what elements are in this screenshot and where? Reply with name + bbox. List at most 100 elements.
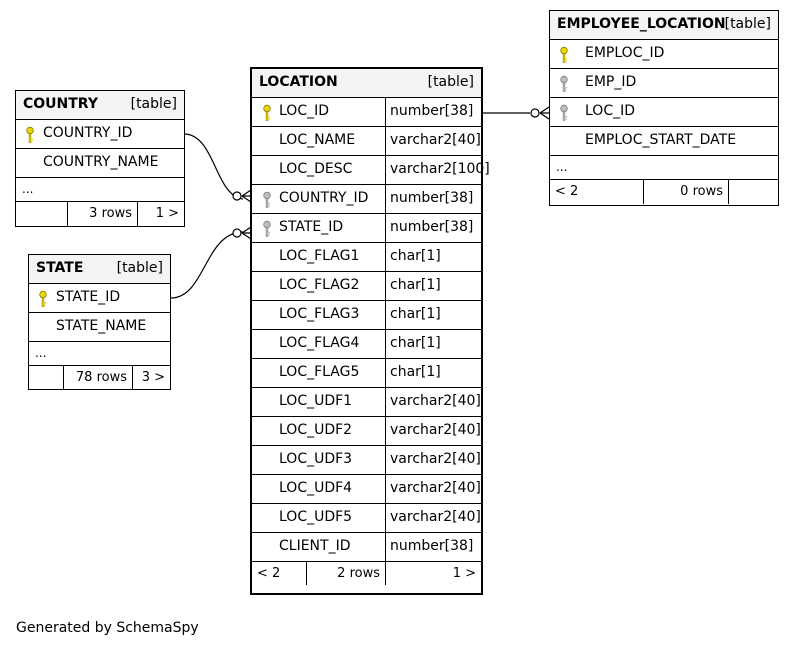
primary-key-icon <box>39 290 47 307</box>
country-link-optional-marker <box>232 191 242 201</box>
location-column-state-id: STATE_ID number[38] <box>252 214 481 243</box>
state-column-name: STATE_NAME <box>56 318 147 334</box>
location-column-type: varchar2[40] <box>385 388 481 416</box>
state-table: STATE [table] STATE_ID STATE_NAME ... 78… <box>28 254 171 390</box>
state-ellipsis-row: ... <box>29 342 170 366</box>
employee-location-column-name: LOC_ID <box>585 103 636 119</box>
state-footer-next[interactable]: 3 > <box>132 366 170 390</box>
state-table-name: STATE <box>36 260 84 276</box>
location-column-loc-flag2: LOC_FLAG2 char[1] <box>252 272 481 301</box>
location-column-loc-udf2: LOC_UDF2 varchar2[40] <box>252 417 481 446</box>
state-table-header: STATE [table] <box>29 255 170 284</box>
location-column-name: LOC_FLAG1 <box>279 248 360 264</box>
state-location-link <box>170 231 244 299</box>
state-ellipsis: ... <box>35 346 47 360</box>
location-column-name: LOC_UDF1 <box>279 393 353 409</box>
state-link-crowfoot <box>241 226 252 240</box>
employee-location-ellipsis: ... <box>556 160 568 174</box>
employee-location-footer-rows: 0 rows <box>643 180 728 204</box>
location-table-kind: [table] <box>427 74 474 90</box>
location-column-name: LOC_UDF5 <box>279 509 353 525</box>
employee-location-footer-next[interactable] <box>728 180 778 204</box>
location-footer-next[interactable]: 1 > <box>385 562 481 585</box>
location-column-type: char[1] <box>385 359 441 387</box>
emploc-link-optional-marker <box>530 108 540 118</box>
employee-location-column-emploc-start-date: EMPLOC_START_DATE <box>550 127 778 156</box>
location-column-type: char[1] <box>385 272 441 300</box>
employee-location-column-name: EMP_ID <box>585 74 637 90</box>
location-column-loc-flag5: LOC_FLAG5 char[1] <box>252 359 481 388</box>
employee-location-column-name: EMPLOC_START_DATE <box>585 132 737 148</box>
location-column-type: varchar2[100] <box>385 156 490 184</box>
country-footer-next[interactable]: 1 > <box>137 202 184 226</box>
country-table-kind: [table] <box>130 96 177 112</box>
state-column-state-name: STATE_NAME <box>29 313 170 342</box>
foreign-key-icon <box>263 191 271 208</box>
foreign-key-icon <box>263 220 271 237</box>
location-column-loc-flag4: LOC_FLAG4 char[1] <box>252 330 481 359</box>
generated-by-label: Generated by SchemaSpy <box>16 620 199 636</box>
location-column-name: LOC_NAME <box>279 132 356 148</box>
location-column-loc-udf1: LOC_UDF1 varchar2[40] <box>252 388 481 417</box>
location-column-name: LOC_FLAG4 <box>279 335 360 351</box>
location-footer-rows: 2 rows <box>306 562 385 585</box>
country-column-country-id: COUNTRY_ID <box>16 120 184 149</box>
country-table: COUNTRY [table] COUNTRY_ID COUNTRY_NAME … <box>15 90 185 227</box>
state-footer: 78 rows 3 > <box>29 366 170 390</box>
location-column-name: CLIENT_ID <box>279 538 351 554</box>
country-column-country-name: COUNTRY_NAME <box>16 149 184 178</box>
state-footer-rows: 78 rows <box>63 366 132 390</box>
country-column-name: COUNTRY_NAME <box>43 154 159 170</box>
location-column-loc-udf4: LOC_UDF4 varchar2[40] <box>252 475 481 504</box>
employee-location-column-loc-id: LOC_ID <box>550 98 778 127</box>
location-column-loc-udf5: LOC_UDF5 varchar2[40] <box>252 504 481 533</box>
location-column-type: number[38] <box>385 98 473 126</box>
location-footer: < 2 2 rows 1 > <box>252 562 481 585</box>
location-column-name: LOC_FLAG5 <box>279 364 360 380</box>
country-footer-rows: 3 rows <box>67 202 137 226</box>
location-column-type: number[38] <box>385 533 473 561</box>
country-location-link <box>183 133 244 200</box>
location-column-type: varchar2[40] <box>385 475 481 503</box>
state-link-optional-marker <box>232 228 242 238</box>
country-table-name: COUNTRY <box>23 96 98 112</box>
primary-key-icon <box>26 126 34 143</box>
location-column-type: number[38] <box>385 214 473 242</box>
location-column-name: LOC_UDF3 <box>279 451 353 467</box>
location-column-loc-flag3: LOC_FLAG3 char[1] <box>252 301 481 330</box>
location-column-loc-name: LOC_NAME varchar2[40] <box>252 127 481 156</box>
location-footer-prev[interactable]: < 2 <box>257 566 281 581</box>
location-column-type: varchar2[40] <box>385 504 481 532</box>
primary-key-icon <box>560 46 568 63</box>
country-ellipsis: ... <box>22 182 34 196</box>
country-link-crowfoot <box>241 189 252 203</box>
primary-key-icon <box>263 104 271 121</box>
state-footer-prev[interactable] <box>29 366 63 390</box>
employee-location-footer: < 2 0 rows <box>550 180 778 204</box>
employee-location-table-name: EMPLOYEE_LOCATION <box>557 16 726 32</box>
location-table: LOCATION [table] LOC_ID number[38] LOC_N… <box>250 67 490 595</box>
location-column-name: LOC_FLAG2 <box>279 277 360 293</box>
country-footer: 3 rows 1 > <box>16 202 184 226</box>
employee-location-table-kind: [table] <box>724 16 771 32</box>
country-table-header: COUNTRY [table] <box>16 91 184 120</box>
emploc-link-crowfoot <box>539 106 550 120</box>
location-table-name: LOCATION <box>259 74 338 90</box>
employee-location-table: EMPLOYEE_LOCATION [table] EMPLOC_ID EMP_… <box>549 10 779 206</box>
location-table-header: LOCATION [table] <box>252 69 481 98</box>
foreign-key-icon <box>560 104 568 121</box>
employee-location-footer-prev[interactable]: < 2 <box>555 184 579 199</box>
location-column-name: LOC_UDF2 <box>279 422 353 438</box>
state-column-name: STATE_ID <box>56 289 121 305</box>
location-column-loc-udf3: LOC_UDF3 varchar2[40] <box>252 446 481 475</box>
location-column-name: COUNTRY_ID <box>279 190 369 206</box>
country-footer-prev[interactable] <box>16 202 67 226</box>
location-column-loc-flag1: LOC_FLAG1 char[1] <box>252 243 481 272</box>
location-column-loc-desc: LOC_DESC varchar2[100] <box>252 156 490 185</box>
foreign-key-icon <box>560 75 568 92</box>
country-column-name: COUNTRY_ID <box>43 125 133 141</box>
employee-location-column-name: EMPLOC_ID <box>585 45 665 61</box>
location-column-loc-id: LOC_ID number[38] <box>252 98 481 127</box>
employee-location-column-emploc-id: EMPLOC_ID <box>550 40 778 69</box>
location-column-type: varchar2[40] <box>385 446 481 474</box>
